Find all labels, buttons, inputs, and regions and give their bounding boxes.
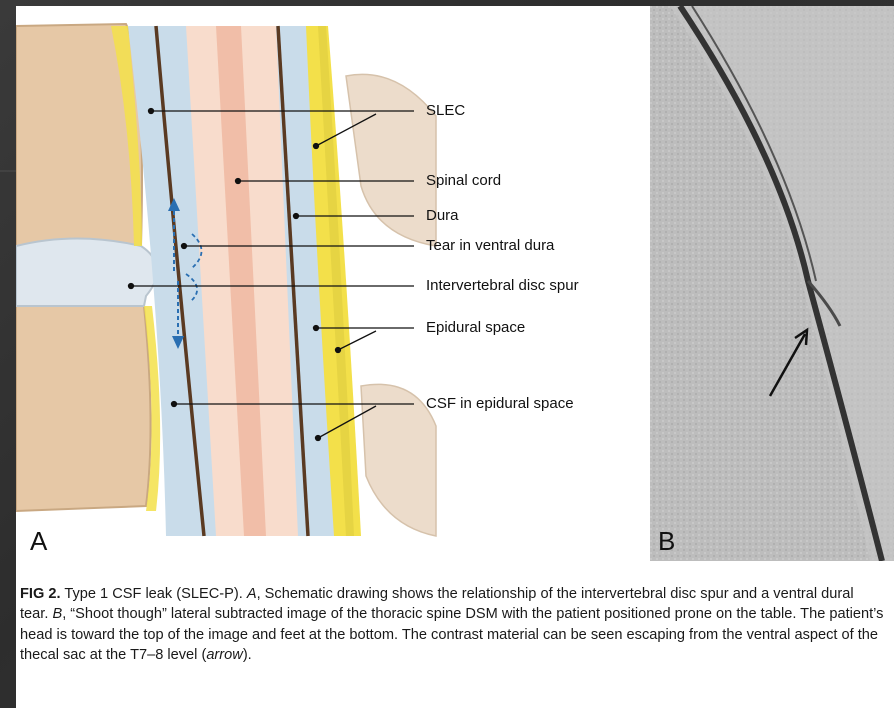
vertebral-body-lower [16,306,151,511]
caption-text-3: , “Shoot though” lateral subtracted imag… [20,606,883,663]
caption-letter-b: B [52,606,62,622]
figure-caption: FIG 2. Type 1 CSF leak (SLEC-P). A, Sche… [20,584,886,666]
caption-text-1: Type 1 CSF leak (SLEC-P). [61,586,247,602]
panel-b-letter: B [658,526,675,557]
slide-decoration [0,170,16,172]
dsm-image-svg [650,6,894,561]
label-disc-spur: Intervertebral disc spur [426,277,579,294]
caption-letter-a: A [247,586,257,602]
label-tear: Tear in ventral dura [426,237,554,254]
subtracted-image: B [650,6,894,561]
label-spinal-cord: Spinal cord [426,172,501,189]
schematic-drawing: SLEC Spinal cord Dura Tear in ventral du… [16,6,644,561]
caption-arrow-word: arrow [206,647,243,663]
caption-figure-number: FIG 2. [20,586,61,602]
panel-a-letter: A [30,526,47,557]
figure-panel: SLEC Spinal cord Dura Tear in ventral du… [16,6,894,708]
label-slec: SLEC [426,102,465,119]
label-epidural-space: Epidural space [426,319,525,336]
intervertebral-disc [16,239,157,307]
caption-text-4: ). [243,647,252,663]
label-dura: Dura [426,207,459,224]
label-csf-epidural: CSF in epidural space [426,395,574,412]
